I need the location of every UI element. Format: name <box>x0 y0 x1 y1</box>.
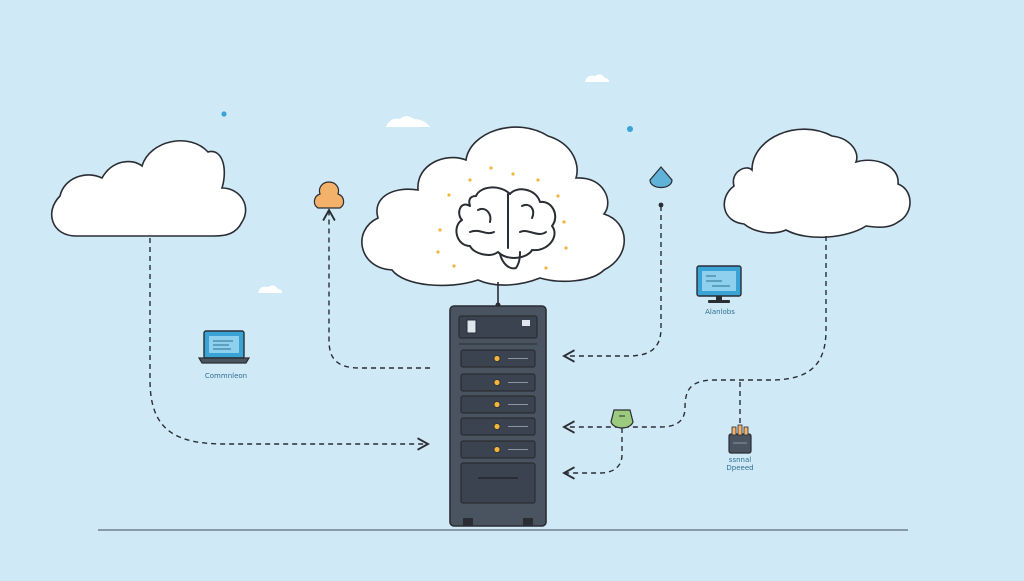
brain-icon <box>455 186 557 270</box>
left-device-label: Commnleon <box>204 372 248 380</box>
green-shield-node-icon <box>610 409 634 429</box>
connector-left-cloud <box>149 238 430 451</box>
monitor-icon <box>696 265 742 303</box>
left-cloud-icon <box>50 140 247 237</box>
connector-orange-pin <box>322 208 430 369</box>
server-tower-icon <box>449 305 547 527</box>
right-device-label: Alanlobs <box>705 308 735 316</box>
central-cloud-icon <box>361 126 626 287</box>
orange-map-pin-icon <box>313 181 345 209</box>
connector-right-cloud <box>562 236 827 434</box>
right-cloud-icon <box>723 128 911 239</box>
blue-map-pin-icon <box>649 166 673 208</box>
brain-sparkle-dots <box>436 166 568 270</box>
storage-box-label-line2: Dpeeed <box>726 464 754 472</box>
storage-box-label-line1: ssnnal <box>728 456 752 464</box>
connector-blue-pin <box>562 206 662 363</box>
decor-dots <box>221 111 633 132</box>
decor-small-clouds <box>258 74 609 293</box>
server-drive-bays <box>460 349 536 459</box>
connector-green-node <box>562 428 623 480</box>
storage-box-icon <box>728 424 752 454</box>
laptop-icon <box>197 330 251 364</box>
